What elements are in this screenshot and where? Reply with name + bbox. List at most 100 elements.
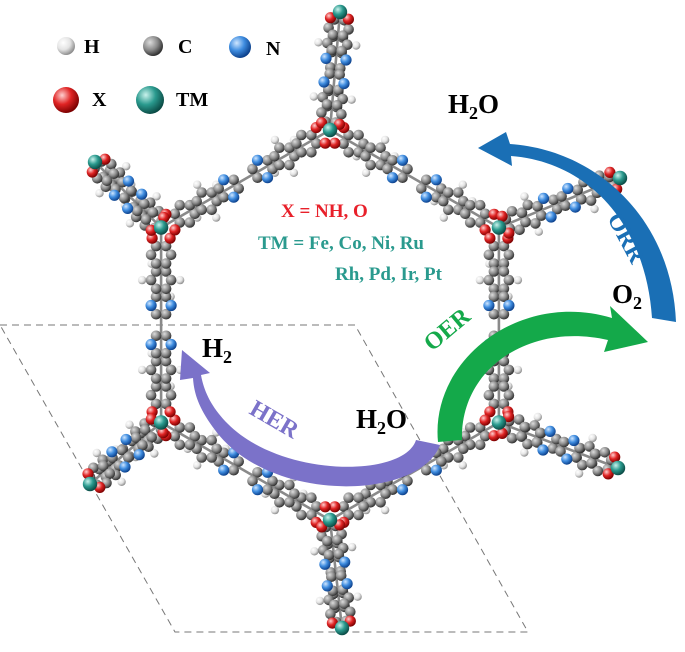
carbon-atom [365,159,376,171]
carbon-atom [213,183,224,194]
nitrogen-atom [339,556,351,568]
carbon-atom [334,69,346,80]
carbon-atom [335,570,347,581]
carbon-atom [331,100,343,111]
metal-center-atom [610,460,626,476]
carbon-atom [274,497,285,508]
carbon-atom [572,184,583,196]
carbon-atom [150,266,162,277]
hydrogen-atom [534,227,543,236]
carbon-atom [343,147,354,158]
carbon-atom [123,452,134,463]
hydrogen-atom [380,135,390,145]
carbon-atom [139,424,151,436]
nitrogen-atom [165,338,177,351]
heteroatom-x [164,406,176,418]
carbon-atom [267,475,278,487]
metal-center-atom [82,476,98,492]
carbon-atom [483,249,495,261]
hydrogen-atom [122,162,131,171]
carbon-atom [160,258,172,269]
carbon-atom [503,274,515,286]
carbon-atom [514,224,525,236]
carbon-atom [296,129,307,141]
hydrogen-atom [347,95,356,104]
hydrogen-atom [458,461,467,470]
carbon-atom [516,207,527,219]
carbon-atom [397,172,408,183]
carbon-atom [519,421,530,433]
carbon-atom [503,364,515,376]
carbon-atom [503,249,515,261]
nitrogen-atom [396,154,409,166]
hydrogen-atom [175,275,185,285]
hydrogen-atom [513,365,523,375]
hydrogen-atom [270,505,280,515]
metal-center-atom [334,620,350,636]
carbon-atom [556,191,567,202]
carbon-atom [150,258,162,269]
carbon-atom [306,492,317,504]
nitrogen-atom [318,76,330,88]
water-reactant-bottom: H2O [356,404,407,438]
carbon-atom [118,192,130,204]
carbon-atom [160,308,172,320]
nitrogen-atom [545,211,557,223]
hydrogen-atom [125,420,134,429]
nitrogen-atom [544,425,556,437]
legend-h-label: H [84,36,100,58]
nitrogen-atom [562,182,574,195]
unit-cell-outline [0,324,529,633]
hydrogen-atom [137,275,147,285]
nitrogen-atom [430,174,442,186]
chemical-bond [160,421,331,522]
heteroatom-x [86,166,98,178]
nitrogen-atom [420,191,432,203]
carbon-atom [206,204,217,216]
heteroatom-x [329,501,341,513]
carbon-atom [160,355,172,367]
carbon-atom [160,381,172,392]
carbon-atom [322,535,333,547]
chemical-bond [160,128,331,229]
hydrogen-atom [361,168,371,177]
metal-center-atom [87,154,103,170]
nitrogen-atom [145,338,157,351]
heteroatom-x [479,224,491,236]
carbon-atom [146,431,157,443]
carbon-atom [570,452,582,463]
carbon-atom [515,431,527,442]
hydrogen-atom [353,592,362,601]
atom-legend: H C N X TM [53,36,281,114]
carbon-atom [196,452,207,463]
tm-composition-label-line1: TM = Fe, Co, Ni, Ru [258,233,424,254]
carbon-atom [338,501,349,512]
carbon-atom [498,258,510,269]
carbon-atom [150,347,162,359]
nitrogen-atom [145,299,157,312]
nitrogen-atom [119,461,131,473]
metal-center-atom [322,512,338,528]
carbon-atom [479,208,491,220]
nitrogen-atom [321,580,333,592]
heteroatom-x [602,468,614,480]
nitrogen-atom [561,453,573,465]
carbon-atom [284,497,295,508]
nitrogen-atom [251,154,264,166]
carbon-atom [101,175,113,187]
legend-c-atom [143,36,163,56]
heteroatom-x [484,232,496,244]
hydrogen-atom [314,38,323,47]
heteroatom-x [604,166,616,178]
hydrogen-atom [574,469,584,478]
carbon-atom [296,509,307,521]
hydrogen-atom [458,180,467,189]
hydrogen-atom [590,204,599,214]
metal-center-atom [332,4,348,20]
carbon-atom [498,291,510,303]
carbon-atom [289,488,300,500]
carbon-atom [218,191,229,203]
carbon-atom [321,99,333,110]
carbon-atom [498,283,510,295]
heteroatom-x [319,501,331,513]
